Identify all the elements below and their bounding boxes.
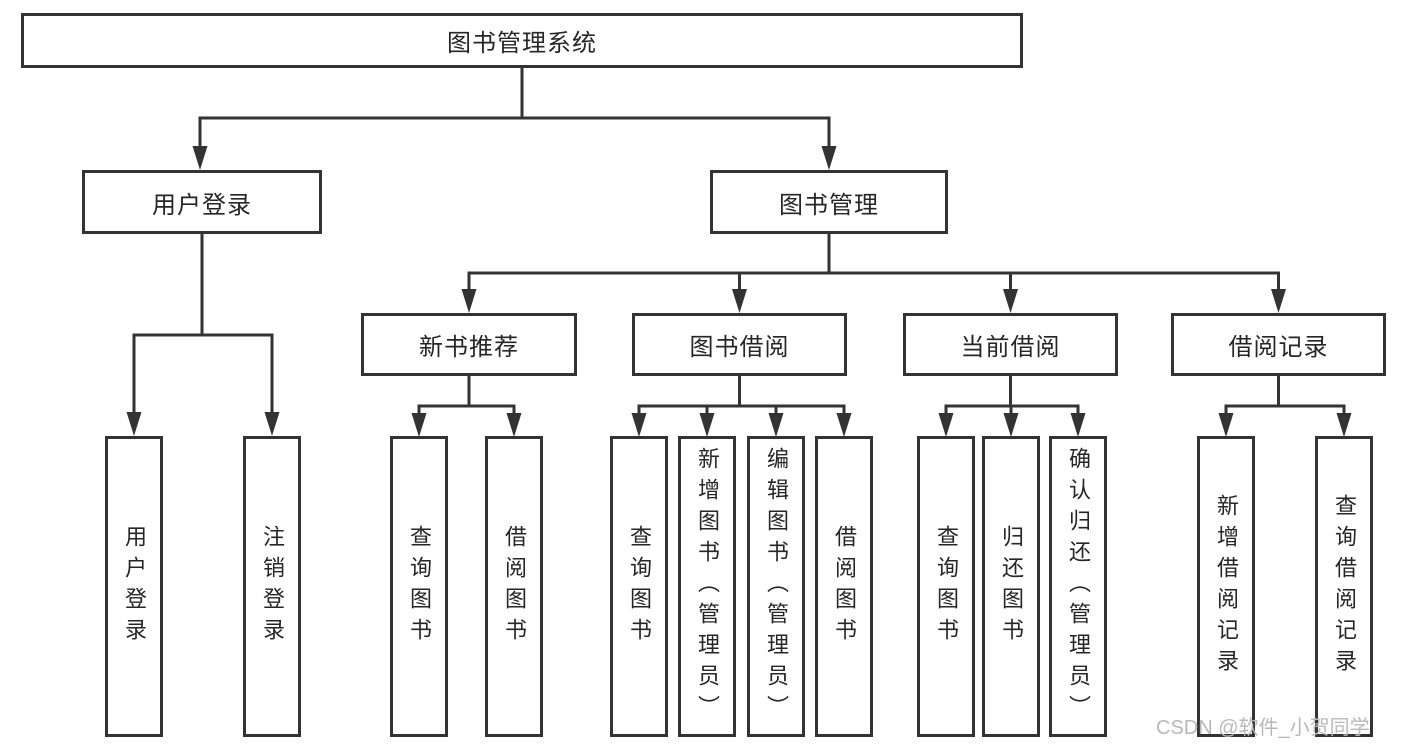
leaf-add-books-admin: 新增图书（管理员） <box>678 436 736 737</box>
leaf-edit-books-admin: 编辑图书（管理员） <box>747 436 805 737</box>
arrowhead-icon <box>1271 289 1286 313</box>
node-current-borrow: 当前借阅 <box>903 313 1118 376</box>
leaf-query-books-recommend: 查询图书 <box>390 436 448 737</box>
node-root: 图书管理系统 <box>21 13 1023 68</box>
arrowhead-icon <box>631 413 647 437</box>
node-current-borrow-label: 当前借阅 <box>960 334 1061 361</box>
leaf-user-login-label: 用户登录 <box>122 524 147 649</box>
leaf-logout: 注销登录 <box>243 436 301 737</box>
leaf-query-books-borrow: 查询图书 <box>610 436 668 737</box>
arrowhead-icon <box>1218 413 1234 437</box>
arrowhead-icon <box>1070 413 1086 437</box>
leaf-borrow-books-recommend-label: 借阅图书 <box>502 524 527 649</box>
csdn-watermark: CSDN @软件_小贺同学 <box>1156 717 1370 739</box>
leaf-query-borrow-record-label: 查询借阅记录 <box>1332 493 1357 680</box>
arrowhead-icon <box>1336 413 1352 437</box>
node-user-login: 用户登录 <box>82 170 322 234</box>
leaf-edit-books-admin-label: 编辑图书（管理员） <box>764 447 789 726</box>
node-book-borrow-label: 图书借阅 <box>689 334 790 361</box>
leaf-query-books-recommend-label: 查询图书 <box>407 524 432 649</box>
node-new-book-recommend: 新书推荐 <box>361 313 577 376</box>
node-book-borrow: 图书借阅 <box>632 313 847 376</box>
arrowhead-icon <box>1003 413 1019 437</box>
leaf-add-borrow-record: 新增借阅记录 <box>1197 436 1255 737</box>
arrowhead-icon <box>264 412 280 436</box>
leaf-query-books-current: 查询图书 <box>917 436 975 737</box>
leaf-query-books-current-label: 查询图书 <box>934 524 959 649</box>
arrowhead-icon <box>1003 289 1018 313</box>
node-book-management-label: 图书管理 <box>779 191 879 219</box>
node-borrow-records: 借阅记录 <box>1171 313 1386 376</box>
leaf-confirm-return-admin-label: 确认归还（管理员） <box>1066 447 1091 726</box>
leaf-confirm-return-admin: 确认归还（管理员） <box>1049 436 1107 737</box>
node-user-login-label: 用户登录 <box>152 191 252 219</box>
arrowhead-icon <box>126 412 142 436</box>
leaf-borrow-books-label: 借阅图书 <box>832 524 857 649</box>
node-borrow-records-label: 借阅记录 <box>1228 334 1329 361</box>
leaf-query-borrow-record: 查询借阅记录 <box>1315 436 1373 737</box>
leaf-return-books: 归还图书 <box>982 436 1040 737</box>
arrowhead-icon <box>836 413 852 437</box>
node-root-label: 图书管理系统 <box>447 30 597 57</box>
node-new-book-recommend-label: 新书推荐 <box>419 334 519 361</box>
arrowhead-icon <box>461 289 477 313</box>
leaf-query-books-borrow-label: 查询图书 <box>627 524 652 649</box>
node-book-management: 图书管理 <box>710 170 948 234</box>
arrowhead-icon <box>699 413 715 437</box>
leaf-add-books-admin-label: 新增图书（管理员） <box>695 447 720 726</box>
arrowhead-icon <box>821 146 837 170</box>
arrowhead-icon <box>938 413 954 437</box>
arrowhead-icon <box>506 413 522 437</box>
arrowhead-icon <box>732 289 747 313</box>
leaf-borrow-books-recommend: 借阅图书 <box>485 436 543 737</box>
leaf-return-books-label: 归还图书 <box>999 524 1024 649</box>
leaf-borrow-books: 借阅图书 <box>815 436 873 737</box>
leaf-user-login: 用户登录 <box>105 436 163 737</box>
arrowhead-icon <box>768 413 784 437</box>
leaf-logout-label: 注销登录 <box>260 524 285 649</box>
arrowhead-icon <box>192 146 208 170</box>
arrowhead-icon <box>411 413 427 437</box>
leaf-add-borrow-record-label: 新增借阅记录 <box>1214 493 1239 680</box>
